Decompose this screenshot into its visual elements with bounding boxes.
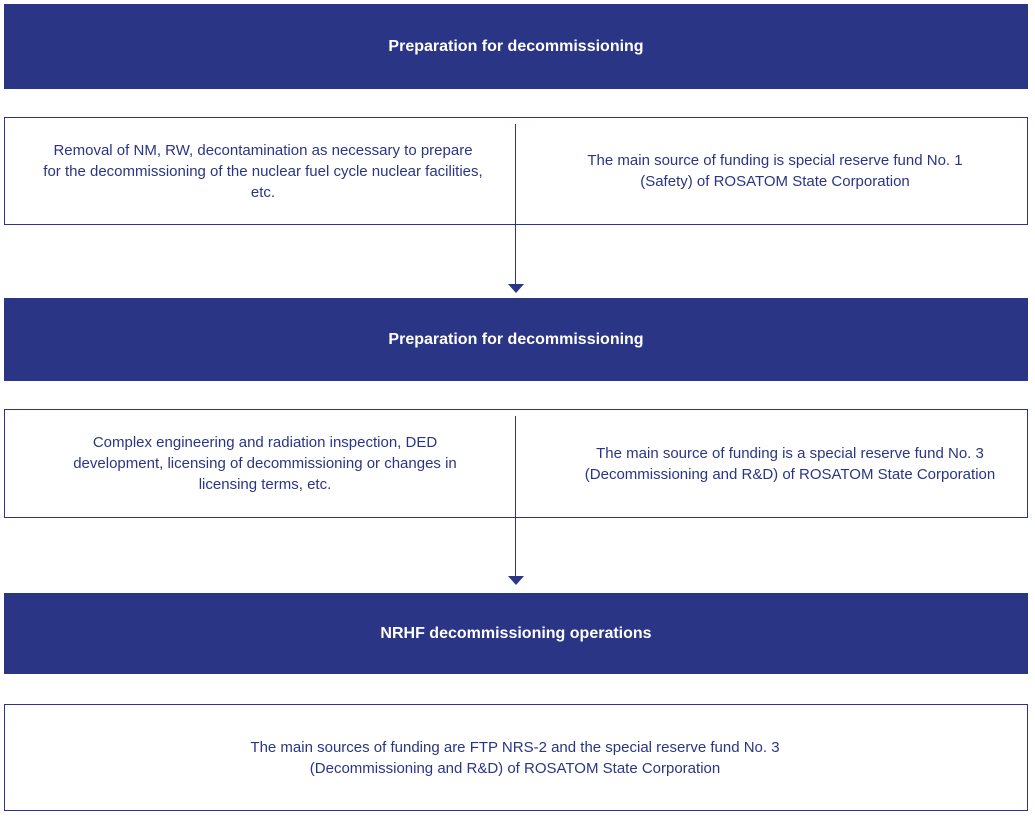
- stage3-box: The main sources of funding are FTP NRS-…: [4, 704, 1028, 811]
- stage1-funding: The main source of funding is special re…: [587, 152, 963, 190]
- stage2-title: Preparation for decommissioning: [388, 330, 644, 348]
- stage3-header: NRHF decommissioning operations: [4, 593, 1028, 674]
- stage1-title: Preparation for decommissioning: [388, 37, 644, 55]
- stage3-title: NRHF decommissioning operations: [380, 624, 652, 642]
- stage3-funding: The main sources of funding are FTP NRS-…: [250, 738, 780, 777]
- stage2-box: Complex engineering and radiation inspec…: [4, 409, 1028, 518]
- connector-line-2: [515, 416, 516, 576]
- stage1-header: Preparation for decommissioning: [4, 4, 1028, 89]
- stage1-box: Removal of NM, RW, decontamination as ne…: [4, 117, 1028, 225]
- connector-arrow-1: [508, 284, 524, 293]
- stage2-header: Preparation for decommissioning: [4, 298, 1028, 381]
- connector-arrow-2: [508, 576, 524, 585]
- connector-line-1: [515, 124, 516, 284]
- stage2-activities: Complex engineering and radiation inspec…: [73, 434, 457, 493]
- stage2-funding: The main source of funding is a special …: [584, 444, 996, 483]
- stage1-activities: Removal of NM, RW, decontamination as ne…: [43, 141, 483, 201]
